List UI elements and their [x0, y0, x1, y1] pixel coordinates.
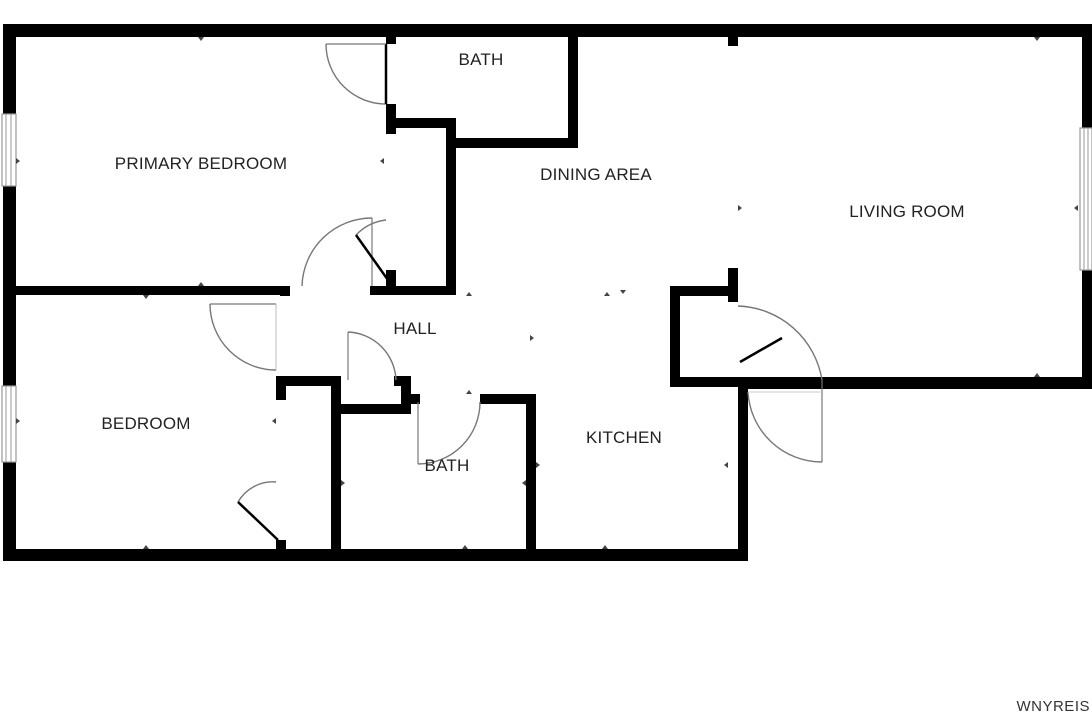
room-label-bath-bottom: BATH — [424, 456, 470, 475]
room-label-bedroom: BEDROOM — [101, 414, 191, 433]
watermark: WNYREIS — [1016, 698, 1090, 715]
room-label-hall: HALL — [393, 319, 437, 338]
room-label-bath-top: BATH — [458, 50, 504, 69]
room-label-dining-area: DINING AREA — [540, 165, 652, 184]
interior-walls — [3, 24, 750, 561]
dimension-marks — [16, 37, 1078, 549]
room-label-kitchen: KITCHEN — [585, 428, 663, 447]
room-label-living-room: LIVING ROOM — [849, 202, 965, 221]
doors — [209, 43, 823, 541]
windows — [1, 113, 1092, 463]
room-label-primary-bedroom: PRIMARY BEDROOM — [114, 154, 288, 173]
